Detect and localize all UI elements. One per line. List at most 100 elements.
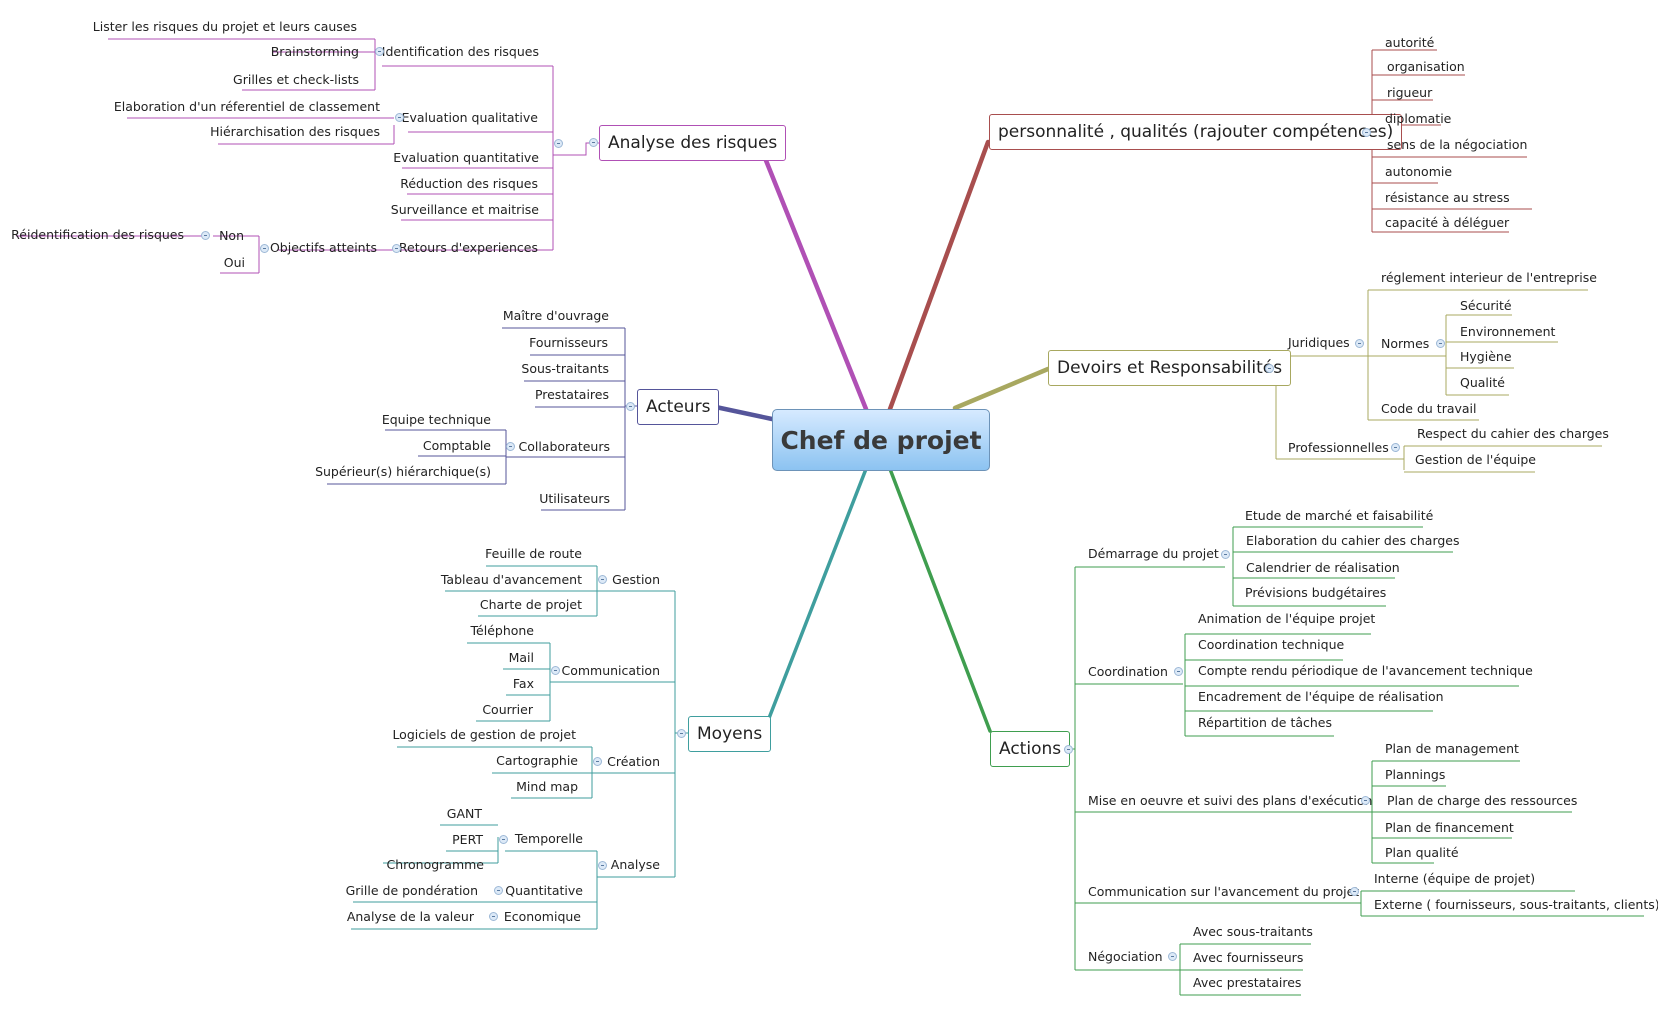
node-hierarchisation-risques[interactable]: Hiérarchisation des risques	[210, 124, 380, 139]
node-plan-charge-ressources[interactable]: Plan de charge des ressources	[1387, 793, 1578, 808]
node-referentiel-classement[interactable]: Elaboration d'un réferentiel de classeme…	[113, 99, 380, 114]
node-avec-prestataires[interactable]: Avec prestataires	[1193, 975, 1302, 990]
node-communication[interactable]: Communication	[561, 663, 660, 678]
node-superieurs-hierarchiques[interactable]: Supérieur(s) hiérarchique(s)	[315, 464, 491, 479]
node-previsions-budgetaires[interactable]: Prévisions budgétaires	[1245, 585, 1387, 600]
node-plan-management[interactable]: Plan de management	[1385, 741, 1519, 756]
collapse-icon[interactable]	[494, 886, 503, 895]
node-juridiques[interactable]: Juridiques	[1288, 335, 1350, 350]
node-respect-cahier-charges[interactable]: Respect du cahier des charges	[1417, 426, 1609, 441]
node-plan-financement[interactable]: Plan de financement	[1385, 820, 1514, 835]
node-utilisateurs[interactable]: Utilisateurs	[539, 491, 610, 506]
node-demarrage-projet[interactable]: Démarrage du projet	[1088, 546, 1219, 561]
collapse-icon[interactable]	[375, 47, 384, 56]
topic-moyens[interactable]: Moyens	[688, 716, 772, 752]
node-grilles-checklists[interactable]: Grilles et check-lists	[233, 72, 359, 87]
collapse-icon[interactable]	[392, 244, 401, 253]
node-pert[interactable]: PERT	[452, 832, 483, 847]
node-evaluation-qualitative[interactable]: Evaluation qualitative	[401, 110, 538, 125]
node-tableau-avancement[interactable]: Tableau d'avancement	[440, 572, 582, 587]
collapse-icon[interactable]	[1265, 364, 1274, 373]
node-capacite-deleguer[interactable]: capacité à déléguer	[1385, 215, 1510, 230]
node-chronogramme[interactable]: Chronogramme	[386, 857, 484, 872]
node-avec-fournisseurs[interactable]: Avec fournisseurs	[1193, 950, 1304, 965]
topic-actions[interactable]: Actions	[990, 731, 1071, 767]
node-lister-risques[interactable]: Lister les risques du projet et leurs ca…	[92, 19, 357, 34]
node-autorite[interactable]: autorité	[1385, 35, 1435, 50]
node-feuille-de-route[interactable]: Feuille de route	[485, 546, 582, 561]
node-brainstorming[interactable]: Brainstorming	[270, 44, 359, 59]
node-sens-negociation[interactable]: sens de la négociation	[1387, 137, 1528, 152]
node-analyse-valeur[interactable]: Analyse de la valeur	[346, 909, 474, 924]
node-creation[interactable]: Création	[607, 754, 660, 769]
topic-analyse-des-risques[interactable]: Analyse des risques	[599, 125, 787, 161]
node-securite[interactable]: Sécurité	[1460, 298, 1512, 313]
node-reidentification-risques[interactable]: Réidentification des risques	[11, 227, 184, 242]
node-diplomatie[interactable]: diplomatie	[1385, 111, 1452, 126]
node-interne[interactable]: Interne (équipe de projet)	[1374, 871, 1536, 886]
collapse-icon[interactable]	[1064, 745, 1073, 754]
collapse-icon[interactable]	[554, 139, 563, 148]
node-plannings[interactable]: Plannings	[1385, 767, 1446, 782]
node-grille-ponderation[interactable]: Grille de pondération	[345, 883, 478, 898]
node-prestataires[interactable]: Prestataires	[534, 387, 609, 402]
node-sous-traitants[interactable]: Sous-traitants	[521, 361, 609, 376]
node-encadrement-equipe[interactable]: Encadrement de l'équipe de réalisation	[1198, 689, 1444, 704]
node-telephone[interactable]: Téléphone	[470, 623, 534, 638]
collapse-icon[interactable]	[506, 442, 515, 451]
node-professionnelles[interactable]: Professionnelles	[1288, 440, 1389, 455]
node-comptable[interactable]: Comptable	[422, 438, 491, 453]
collapse-icon[interactable]	[201, 231, 210, 240]
node-code-travail[interactable]: Code du travail	[1381, 401, 1477, 416]
node-autonomie[interactable]: autonomie	[1385, 164, 1453, 179]
node-gant[interactable]: GANT	[446, 806, 482, 821]
node-gestion[interactable]: Gestion	[612, 572, 660, 587]
node-evaluation-quantitative[interactable]: Evaluation quantitative	[393, 150, 539, 165]
node-reduction-risques[interactable]: Réduction des risques	[400, 176, 538, 191]
node-rigueur[interactable]: rigueur	[1387, 85, 1433, 100]
node-plan-qualite[interactable]: Plan qualité	[1385, 845, 1459, 860]
topic-personnalite-qualites[interactable]: personnalité , qualités (rajouter compét…	[989, 114, 1403, 150]
node-repartition-taches[interactable]: Répartition de tâches	[1198, 715, 1332, 730]
collapse-icon[interactable]	[260, 244, 269, 253]
node-quantitative[interactable]: Quantitative	[505, 883, 583, 898]
topic-devoirs-responsabilites[interactable]: Devoirs et Responsabilités	[1048, 350, 1292, 386]
node-retours-experiences[interactable]: Retours d'experiences	[398, 240, 538, 255]
node-calendrier-realisation[interactable]: Calendrier de réalisation	[1246, 560, 1400, 575]
collapse-icon[interactable]	[598, 575, 607, 584]
node-non[interactable]: Non	[219, 228, 244, 243]
node-resistance-stress[interactable]: résistance au stress	[1385, 190, 1510, 205]
node-coordination-technique[interactable]: Coordination technique	[1198, 637, 1345, 652]
node-cartographie[interactable]: Cartographie	[496, 753, 578, 768]
collapse-icon[interactable]	[1361, 796, 1370, 805]
node-hygiene[interactable]: Hygiène	[1460, 349, 1512, 364]
node-maitre-ouvrage[interactable]: Maître d'ouvrage	[502, 308, 609, 323]
node-mind-map[interactable]: Mind map	[516, 779, 578, 794]
node-negociation[interactable]: Négociation	[1088, 949, 1163, 964]
collapse-icon[interactable]	[1168, 952, 1177, 961]
node-identification-risques[interactable]: Identification des risques	[381, 44, 539, 59]
collapse-icon[interactable]	[593, 757, 602, 766]
collapse-icon[interactable]	[489, 912, 498, 921]
collapse-icon[interactable]	[1436, 339, 1445, 348]
collapse-icon[interactable]	[1174, 667, 1183, 676]
node-mise-en-oeuvre-plans[interactable]: Mise en oeuvre et suivi des plans d'exéc…	[1088, 793, 1373, 808]
node-qualite[interactable]: Qualité	[1460, 375, 1505, 390]
node-temporelle[interactable]: Temporelle	[514, 831, 583, 846]
collapse-icon[interactable]	[1362, 128, 1371, 137]
node-fournisseurs[interactable]: Fournisseurs	[529, 335, 608, 350]
collapse-icon[interactable]	[1350, 887, 1359, 896]
node-logiciels-gestion-projet[interactable]: Logiciels de gestion de projet	[392, 727, 576, 742]
collapse-icon[interactable]	[589, 138, 598, 147]
node-avec-sous-traitants[interactable]: Avec sous-traitants	[1193, 924, 1313, 939]
node-etude-marche[interactable]: Etude de marché et faisabilité	[1245, 508, 1434, 523]
node-communication-avancement[interactable]: Communication sur l'avancement du projet	[1088, 884, 1360, 899]
node-collaborateurs[interactable]: Collaborateurs	[518, 439, 610, 454]
node-compte-rendu[interactable]: Compte rendu périodique de l'avancement …	[1198, 663, 1533, 678]
collapse-icon[interactable]	[395, 113, 404, 122]
central-topic[interactable]: Chef de projet	[772, 409, 990, 471]
node-oui[interactable]: Oui	[223, 255, 245, 270]
node-organisation[interactable]: organisation	[1387, 59, 1465, 74]
collapse-icon[interactable]	[1391, 443, 1400, 452]
collapse-icon[interactable]	[499, 835, 508, 844]
